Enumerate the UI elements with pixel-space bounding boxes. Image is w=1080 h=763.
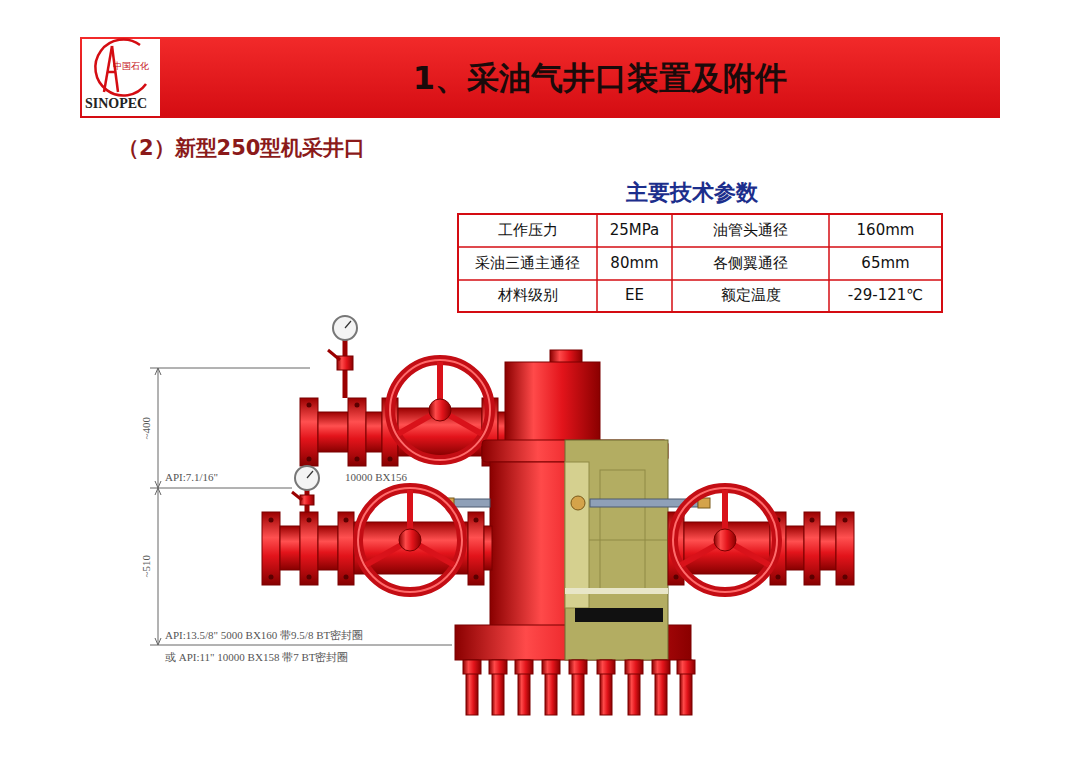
tubing-head-spool [455, 440, 691, 660]
studs [463, 660, 695, 715]
table-cell: 各侧翼通径 [713, 255, 788, 272]
table-cell: 额定温度 [721, 287, 781, 304]
table-cell: 25MPa [610, 222, 660, 239]
table-cell: 油管头通径 [713, 222, 788, 239]
dimension-label: ~510 [140, 553, 153, 579]
pressure-gauge [292, 466, 319, 512]
upper-wing-valve [300, 398, 508, 466]
handwheel [390, 360, 490, 460]
logo-wordmark: SINOPEC [85, 96, 147, 112]
slide-title: 1、采油气井口装置及附件 [413, 60, 787, 97]
handwheel [673, 488, 777, 592]
flange-spec: 10000 BX156 [345, 471, 407, 484]
table-cell: 工作压力 [498, 222, 558, 239]
table-cell: 160mm [857, 222, 915, 239]
table-cell: 材料级别 [498, 287, 558, 304]
logo-ground [82, 39, 160, 116]
table-cell: 65mm [861, 255, 909, 272]
header-band [80, 37, 1000, 118]
table-cell: 采油三通主通径 [475, 255, 580, 272]
handwheel [358, 488, 462, 592]
table-grid [458, 214, 942, 312]
flange-spec: API:13.5/8" 5000 BX160 带9.5/8 BT密封圈 [165, 629, 363, 642]
table-cell: 80mm [610, 255, 658, 272]
flange-spec: 或 API:11" 10000 BX158 带7 BT密封圈 [165, 651, 348, 664]
table-cell: -29-121℃ [848, 287, 923, 304]
table-cell: EE [625, 287, 644, 304]
dimension-label: ~400 [140, 415, 153, 441]
section-subtitle: （2）新型250型机采井口 [118, 136, 365, 160]
table-heading: 主要技术参数 [626, 180, 758, 205]
pressure-gauge [328, 316, 357, 398]
flange-spec: API:7.1/16" [165, 471, 218, 484]
logo-text: 中国石化 [113, 61, 149, 71]
